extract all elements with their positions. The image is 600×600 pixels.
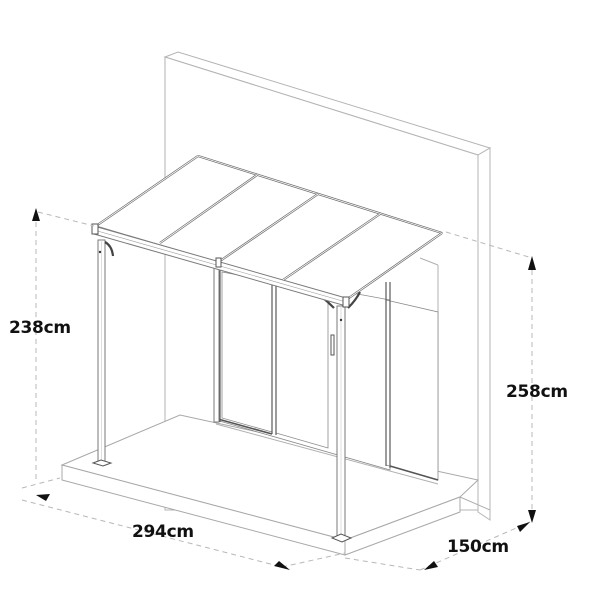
arrow-right-icon: [517, 522, 530, 532]
door-handle: [330, 334, 335, 356]
depth-label: 150cm: [447, 537, 509, 557]
back-height-label: 258cm: [506, 382, 568, 402]
arrow-left-icon: [36, 494, 50, 501]
arrow-up-icon: [32, 208, 40, 221]
width-label: 294cm: [132, 522, 194, 542]
arrow-left-icon: [424, 561, 438, 570]
arrow-right-icon: [274, 561, 290, 570]
right-post-base-plate: [330, 533, 353, 543]
arrow-down-icon: [528, 510, 536, 523]
front-posts: [91, 239, 353, 543]
arrow-up-icon: [528, 256, 536, 270]
left-post-base-plate: [91, 459, 113, 467]
dimension-lines: [21, 208, 536, 571]
roof: [91, 154, 444, 308]
base-slab: [60, 414, 491, 556]
front-height-label: 238cm: [9, 318, 71, 338]
